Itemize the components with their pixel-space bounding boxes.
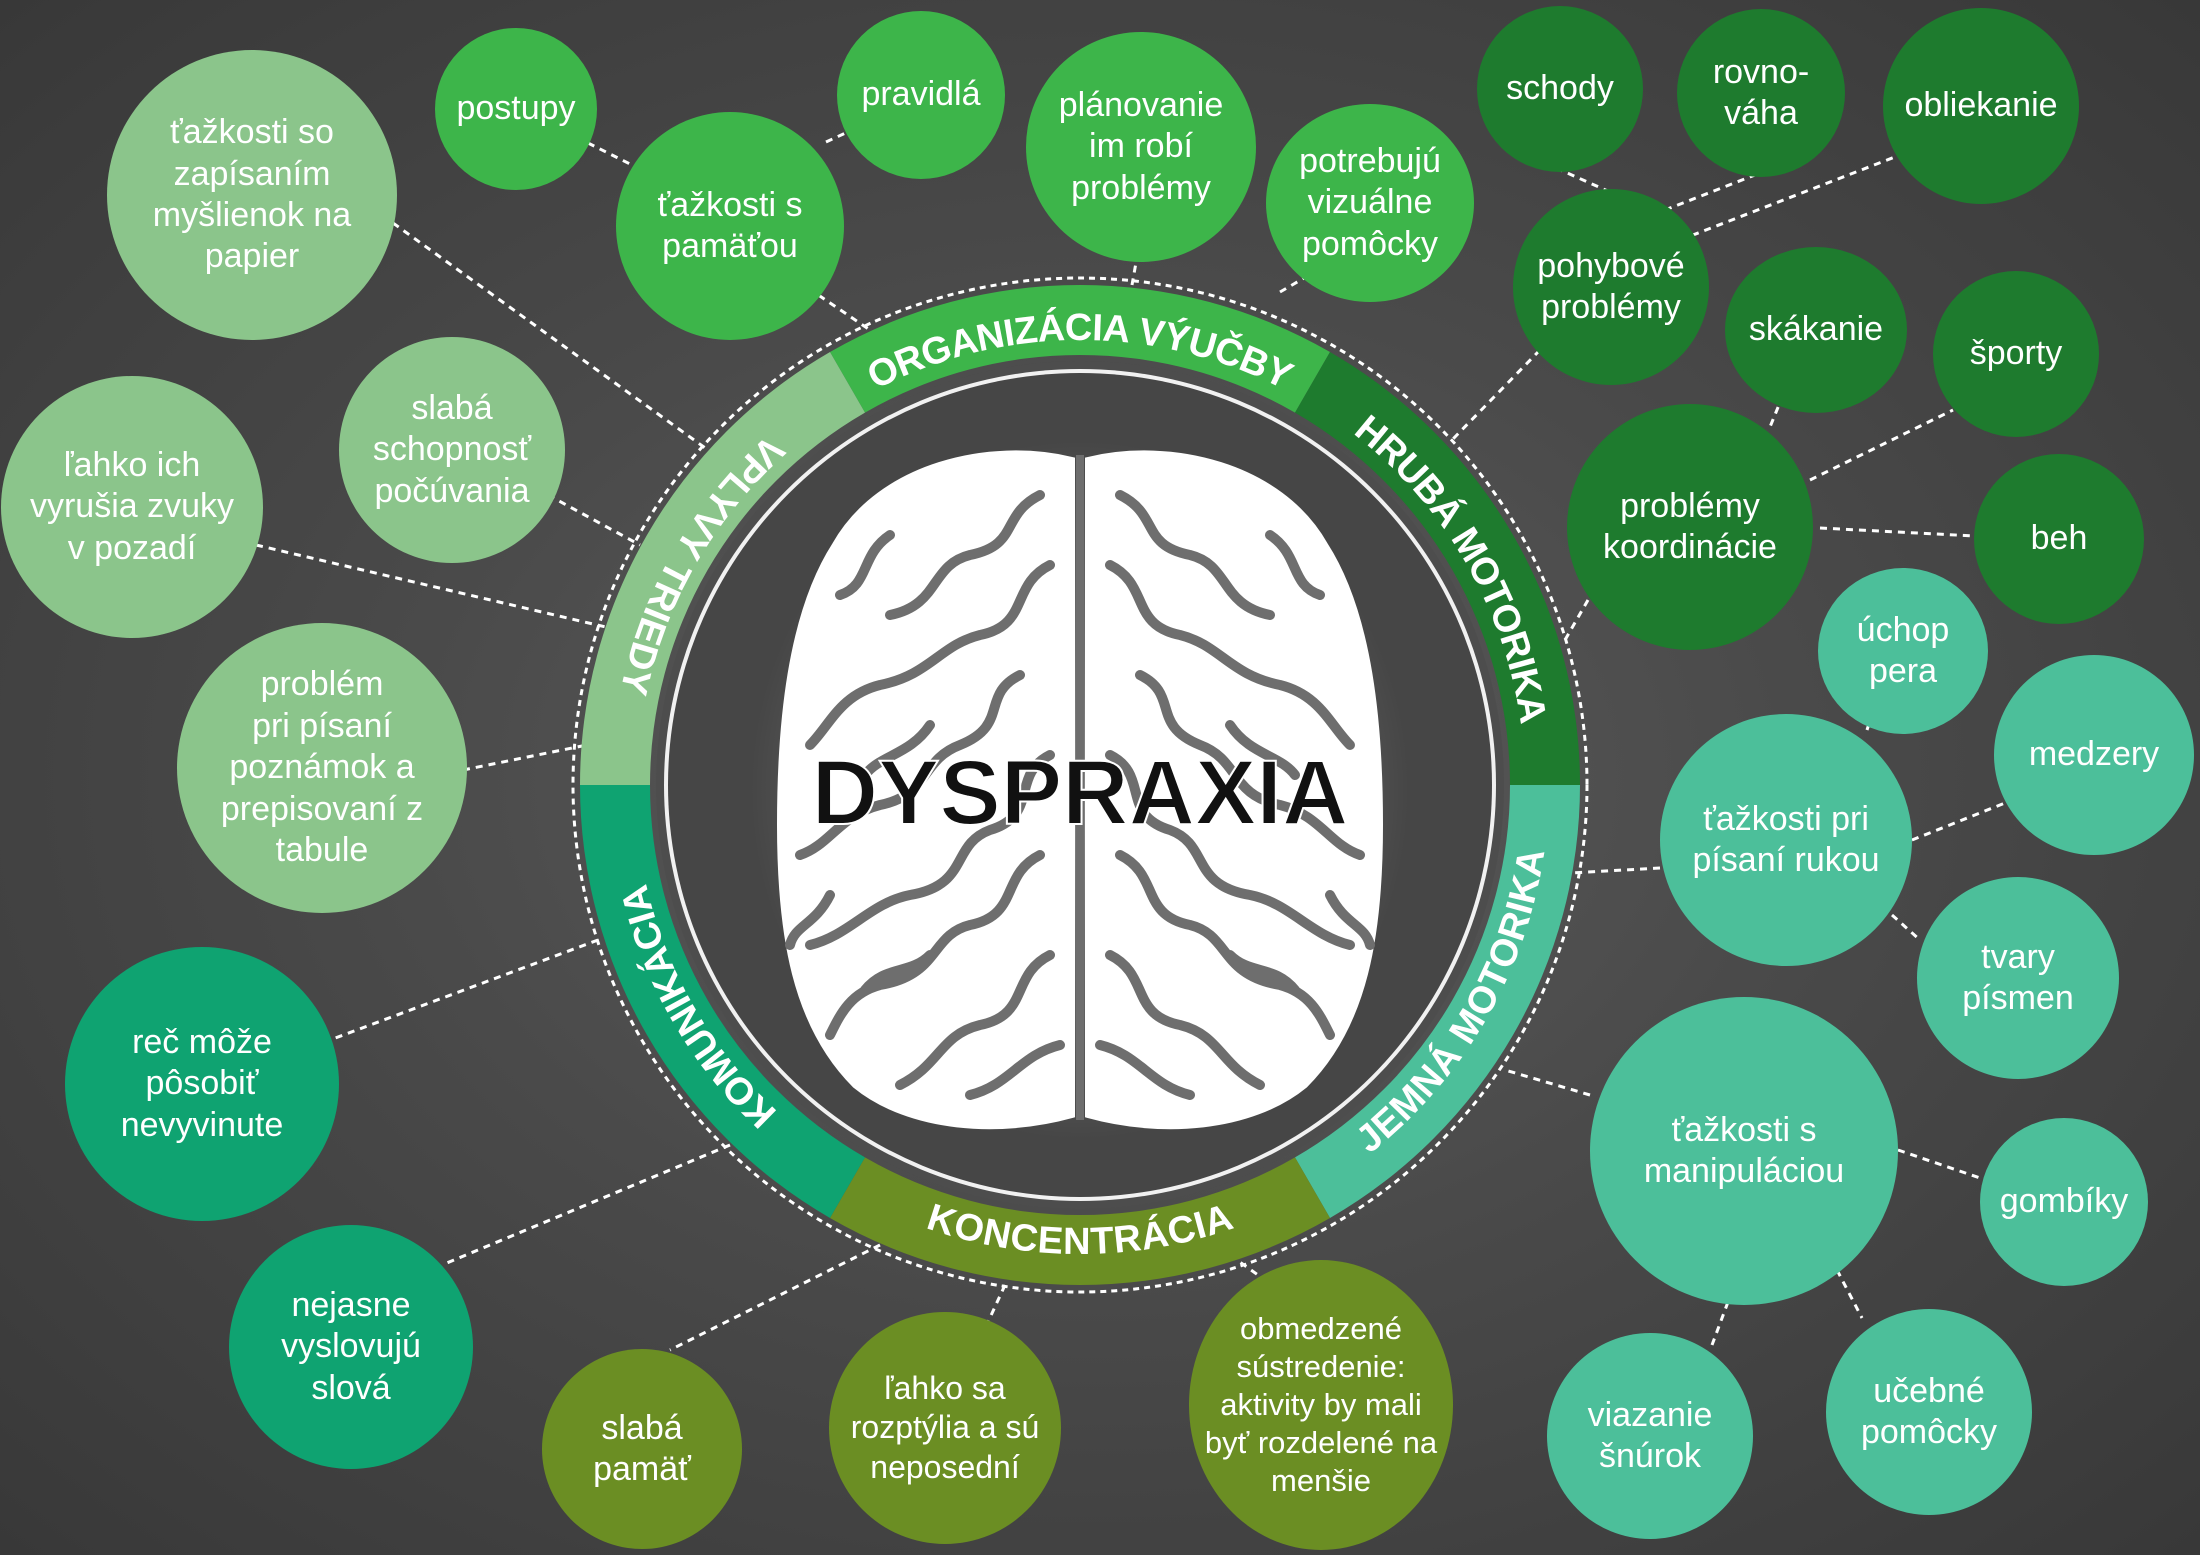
node-uchop-pera: úchop pera — [1818, 568, 1988, 734]
node-pisani-rukou: ťažkosti pri písaní rukou — [1660, 714, 1912, 966]
brain-icon — [750, 440, 1410, 1140]
node-snurok: viazanie šnúrok — [1547, 1333, 1753, 1539]
connector — [1664, 171, 1761, 212]
segment-koncentracia — [830, 1157, 1330, 1285]
connector — [986, 1284, 1007, 1323]
node-skakanie: skákanie — [1725, 247, 1907, 413]
node-rozptylia: ľahko sa rozptýlia a sú neposední — [829, 1312, 1061, 1544]
connector — [1504, 1068, 1591, 1097]
segment-hruba-motorika — [1295, 351, 1580, 785]
connector — [1569, 866, 1661, 875]
node-tazkosti-zapisanim: ťažkosti so zapísaním myšlienok na papie… — [107, 50, 397, 340]
connector — [1911, 801, 2006, 842]
segment-organizacia-vyucby — [830, 285, 1330, 413]
node-beh: beh — [1974, 454, 2144, 624]
segment-jemna-motorika — [1295, 785, 1580, 1219]
connector — [441, 1143, 731, 1267]
node-sporty: športy — [1933, 271, 2099, 437]
node-planovanie: plánovanie im robí problémy — [1026, 32, 1256, 262]
segment-vplyvy-triedy — [580, 351, 865, 785]
connector — [587, 141, 633, 167]
connector — [1835, 1269, 1864, 1319]
node-pravidla: pravidlá — [837, 11, 1005, 179]
node-tazkosti-pamat: ťažkosti s pamäťou — [616, 112, 844, 340]
node-slaba-pamat: slabá pamäť — [542, 1349, 742, 1549]
segment-komunikacia — [580, 785, 865, 1219]
node-nejasne: nejasne vyslovujú slová — [229, 1225, 473, 1469]
connector — [1891, 913, 1921, 942]
node-manipulaciou: ťažkosti s manipuláciou — [1590, 997, 1898, 1305]
connector — [669, 1243, 881, 1352]
connector — [1809, 408, 1954, 482]
node-ucebne-pomocky: učebné pomôcky — [1826, 1309, 2032, 1515]
connector — [1897, 1148, 1981, 1180]
connector — [825, 128, 853, 144]
connector — [462, 743, 588, 772]
connector — [1555, 166, 1611, 194]
node-vyrusia-zvuky: ľahko ich vyrušia zvuky v pozadí — [1, 376, 263, 638]
node-tvary-pismen: tvary písmen — [1917, 877, 2119, 1079]
node-rec: reč môže pôsobiť nevyvinute — [65, 947, 339, 1221]
node-gombiky: gombíky — [1980, 1118, 2148, 1286]
connector — [329, 938, 599, 1042]
node-postupy: postupy — [435, 28, 597, 190]
node-schody: schody — [1477, 6, 1643, 172]
node-rovnovaha: rovno- váha — [1677, 9, 1845, 177]
connector — [1679, 153, 1901, 242]
node-vizualne-pomocky: potrebujú vizuálne pomôcky — [1266, 104, 1474, 302]
node-koordinacie: problémy koordinácie — [1567, 404, 1813, 650]
title: DYSPRAXIA — [812, 742, 1349, 844]
connector — [255, 543, 611, 630]
node-medzery: medzery — [1994, 655, 2194, 855]
node-obmedzene: obmedzené sústredenie: aktivity by mali … — [1189, 1260, 1453, 1550]
node-problem-pisani: problém pri písaní poznámok a prepisovan… — [177, 623, 467, 913]
node-obliekanie: obliekanie — [1883, 8, 2079, 204]
connector — [547, 493, 641, 547]
node-pohybove: pohybové problémy — [1513, 189, 1709, 385]
connector — [1448, 348, 1542, 444]
node-slaba-schopnost: slabá schopnosť počúvania — [339, 337, 565, 563]
